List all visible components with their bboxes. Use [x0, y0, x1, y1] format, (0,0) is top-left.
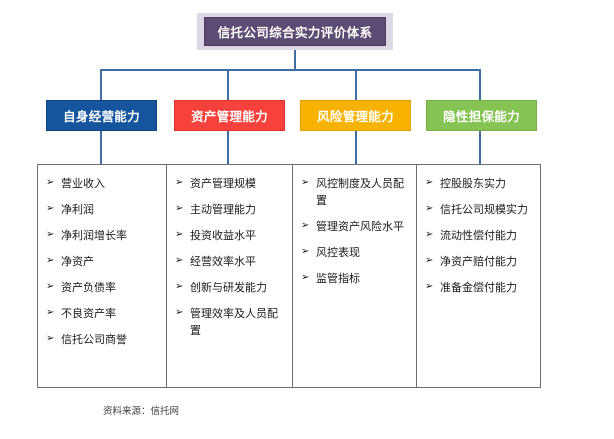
- list-item: ➢ 净利润增长率: [46, 227, 160, 244]
- list-item: ➢ 投资收益水平: [175, 227, 286, 244]
- indicator-label: 净利润增长率: [61, 229, 127, 243]
- indicator-label: 资产负债率: [61, 281, 116, 295]
- indicator-label: 流动性偿付能力: [440, 229, 517, 243]
- list-item: ➢ 流动性偿付能力: [425, 227, 534, 244]
- indicator-label: 主动管理能力: [190, 203, 256, 217]
- category-box-risk-management[interactable]: 风险管理能力: [300, 100, 411, 131]
- arrow-bullet-icon: ➢: [46, 281, 55, 293]
- indicator-label: 信托公司规模实力: [440, 203, 528, 217]
- category-box-self-operation[interactable]: 自身经营能力: [46, 100, 157, 131]
- connector-stem: [294, 50, 296, 70]
- list-item: ➢ 管理效率及人员配置: [175, 305, 286, 339]
- indicator-label: 控股股东实力: [440, 177, 506, 190]
- arrow-bullet-icon: ➢: [301, 272, 310, 284]
- arrow-bullet-icon: ➢: [175, 281, 184, 293]
- indicator-column-asset-management: ➢ 资产管理规模 ➢ 主动管理能力 ➢ 投资收益水平 ➢ 经营效率水平 ➢ 创新与研发能力…: [166, 165, 292, 387]
- connector-stub-3: [355, 131, 357, 164]
- title-banner: 信托公司综合实力评价体系: [197, 13, 393, 50]
- title-box: 信托公司综合实力评价体系: [204, 17, 386, 46]
- indicator-label: 风控表现: [316, 246, 360, 260]
- indicator-column-self-operation: ➢ 营业收入 ➢ 净利润 ➢ 净利润增长率 ➢ 净资产 ➢ 资产负债率 ➢ 不良资产率 ➢ 信…: [38, 165, 166, 387]
- arrow-bullet-icon: ➢: [425, 203, 434, 215]
- arrow-bullet-icon: ➢: [425, 229, 434, 241]
- indicator-label: 信托公司商誉: [61, 333, 127, 347]
- arrow-bullet-icon: ➢: [175, 307, 184, 319]
- arrow-bullet-icon: ➢: [425, 177, 434, 188]
- arrow-bullet-icon: ➢: [175, 177, 184, 188]
- connector-stub-2: [227, 131, 229, 164]
- category-box-implicit-guarantee[interactable]: 隐性担保能力: [426, 100, 537, 131]
- category-box-asset-management[interactable]: 资产管理能力: [174, 100, 285, 131]
- list-item: ➢ 管理资产风险水平: [301, 218, 410, 235]
- list-item: ➢ 准备金偿付能力: [425, 279, 534, 296]
- indicator-label: 投资收益水平: [190, 229, 256, 243]
- indicator-label: 净利润: [61, 203, 94, 217]
- arrow-bullet-icon: ➢: [46, 229, 55, 241]
- arrow-bullet-icon: ➢: [46, 307, 55, 319]
- page-title: 信托公司综合实力评价体系: [217, 25, 373, 40]
- list-item: ➢ 净资产赔付能力: [425, 253, 534, 270]
- list-item: ➢ 创新与研发能力: [175, 279, 286, 296]
- list-item: ➢ 控股股东实力: [425, 175, 534, 192]
- list-item: ➢ 不良资产率: [46, 305, 160, 322]
- arrow-bullet-icon: ➢: [175, 229, 184, 241]
- list-item: ➢ 信托公司规模实力: [425, 201, 534, 218]
- indicator-label: 管理资产风险水平: [316, 220, 404, 234]
- list-item: ➢ 风控表现: [301, 244, 410, 261]
- list-item: ➢ 营业收入: [46, 175, 160, 192]
- arrow-bullet-icon: ➢: [46, 177, 55, 188]
- indicator-label: 风控制度及人员配置: [316, 177, 404, 208]
- connector-stub-4: [479, 131, 481, 164]
- list-item: ➢ 风控制度及人员配置: [301, 175, 410, 209]
- arrow-bullet-icon: ➢: [425, 281, 434, 293]
- indicator-label: 监管指标: [316, 272, 360, 286]
- arrow-bullet-icon: ➢: [46, 255, 55, 267]
- indicator-label: 经营效率水平: [190, 255, 256, 269]
- indicator-label: 资产管理规模: [190, 177, 256, 190]
- connector-drop-4: [479, 69, 481, 100]
- connector-drop-1: [100, 69, 102, 100]
- category-label: 自身经营能力: [63, 109, 140, 124]
- arrow-bullet-icon: ➢: [301, 177, 310, 188]
- arrow-bullet-icon: ➢: [46, 203, 55, 215]
- indicator-label: 管理效率及人员配置: [190, 307, 278, 338]
- category-label: 隐性担保能力: [443, 109, 520, 124]
- connector-drop-2: [227, 69, 229, 100]
- indicator-column-risk-management: ➢ 风控制度及人员配置 ➢ 管理资产风险水平 ➢ 风控表现 ➢ 监管指标: [292, 165, 416, 387]
- list-item: ➢ 净资产: [46, 253, 160, 270]
- connector-bus: [100, 69, 480, 71]
- connector-drop-3: [355, 69, 357, 100]
- arrow-bullet-icon: ➢: [301, 220, 310, 232]
- list-item: ➢ 信托公司商誉: [46, 331, 160, 348]
- indicator-label: 不良资产率: [61, 307, 116, 321]
- list-item: ➢ 经营效率水平: [175, 253, 286, 270]
- category-label: 资产管理能力: [191, 109, 268, 124]
- list-item: ➢ 资产管理规模: [175, 175, 286, 192]
- arrow-bullet-icon: ➢: [175, 255, 184, 267]
- arrow-bullet-icon: ➢: [175, 203, 184, 215]
- source-note: 资料来源：信托网: [103, 406, 180, 417]
- indicator-column-implicit-guarantee: ➢ 控股股东实力 ➢ 信托公司规模实力 ➢ 流动性偿付能力 ➢ 净资产赔付能力 ➢ 准备金…: [416, 165, 540, 387]
- category-label: 风险管理能力: [317, 109, 394, 124]
- list-item: ➢ 主动管理能力: [175, 201, 286, 218]
- list-item: ➢ 资产负债率: [46, 279, 160, 296]
- arrow-bullet-icon: ➢: [301, 246, 310, 258]
- arrow-bullet-icon: ➢: [425, 255, 434, 267]
- indicator-label: 准备金偿付能力: [440, 281, 517, 295]
- list-item: ➢ 监管指标: [301, 270, 410, 287]
- indicator-label: 净资产赔付能力: [440, 255, 517, 269]
- indicator-label: 营业收入: [61, 177, 105, 190]
- connector-stub-1: [100, 131, 102, 164]
- indicator-label: 净资产: [61, 255, 94, 269]
- list-item: ➢ 净利润: [46, 201, 160, 218]
- arrow-bullet-icon: ➢: [46, 333, 55, 345]
- indicator-label: 创新与研发能力: [190, 281, 267, 295]
- indicator-panel: ➢ 营业收入 ➢ 净利润 ➢ 净利润增长率 ➢ 净资产 ➢ 资产负债率 ➢ 不良资产率 ➢ 信…: [37, 164, 541, 388]
